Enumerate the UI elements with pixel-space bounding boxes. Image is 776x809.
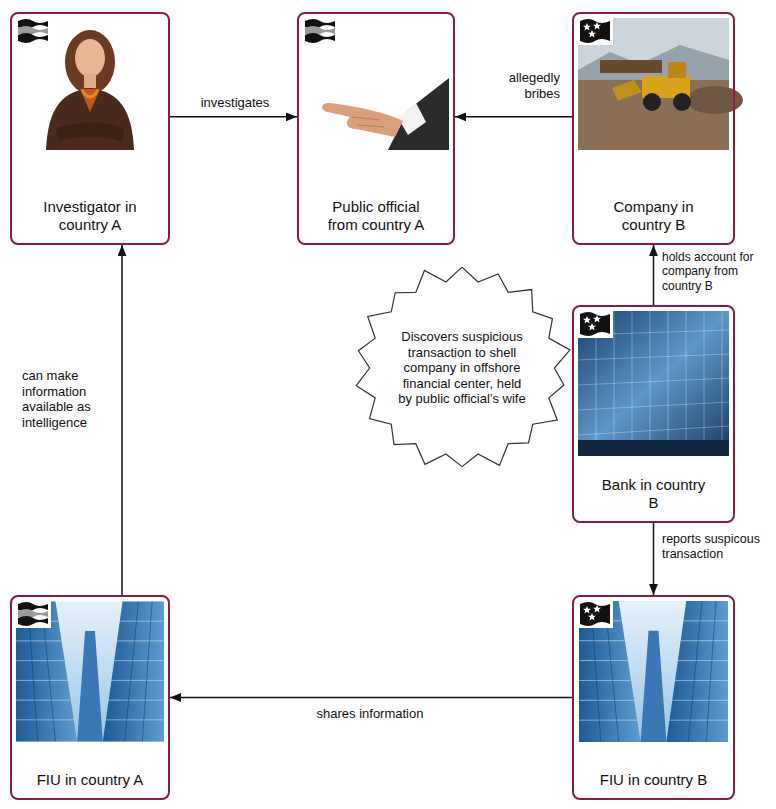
text-group: Bank in country B — [598, 476, 710, 512]
handshake-photo — [398, 103, 426, 135]
construction-photo — [578, 18, 743, 150]
bank-photo — [578, 311, 729, 456]
investigator-photo — [56, 123, 124, 142]
actor-box: Public official from country A — [297, 12, 455, 245]
construction-photo — [673, 93, 691, 111]
investigator-photo — [84, 74, 96, 88]
text-group: Discovers suspicious transaction to shel… — [398, 329, 526, 407]
construction-photo — [643, 93, 661, 111]
edge-label: investigates — [176, 95, 294, 111]
edge-label: holds account for company from country B — [662, 250, 770, 293]
box-label: Public official from country A — [320, 198, 432, 234]
flow-arrow — [170, 116, 297, 118]
construction-photo — [612, 80, 642, 101]
text-group: Public official from country A — [320, 198, 432, 234]
handshake-photo — [388, 78, 449, 150]
callout-burst: Discovers suspicious transaction to shel… — [350, 262, 574, 474]
handshake-photo — [322, 78, 449, 150]
country-flag — [577, 310, 613, 338]
text-group: Company in country B — [598, 198, 710, 234]
handshake-photo — [322, 103, 403, 137]
box-label: FIU in country A — [37, 771, 144, 789]
country-flag — [577, 17, 613, 45]
actor-box: Bank in country B — [572, 305, 735, 523]
investigator-photo — [82, 90, 98, 97]
investigator-photo — [46, 30, 134, 150]
investigator-photo — [80, 89, 100, 112]
country-flag — [15, 17, 613, 628]
text-group: Investigator in country A — [34, 198, 146, 234]
fiu-photo — [16, 601, 728, 742]
investigator-photo — [46, 88, 134, 150]
edge-label: reports suspicous transaction — [662, 532, 770, 562]
country-flag — [15, 600, 51, 628]
box-label: Company in country B — [598, 198, 710, 234]
investigator-photo — [75, 39, 105, 77]
text-group: FIU in country A — [37, 771, 144, 789]
investigator-photo — [65, 30, 115, 94]
actor-box: Company in country B — [572, 12, 735, 245]
actor-box: FIU in country B — [572, 595, 735, 800]
box-label: FIU in country B — [600, 771, 708, 789]
edge-label: can make information available as intell… — [22, 368, 114, 430]
flow-arrow — [121, 245, 123, 595]
box-label: Investigator in country A — [34, 198, 146, 234]
starburst-outline — [356, 267, 570, 466]
bank-photo — [578, 311, 729, 456]
country-flag — [15, 17, 51, 45]
country-flag — [302, 17, 338, 45]
actor-box: FIU in country A — [10, 595, 170, 800]
bank-photo — [578, 330, 729, 435]
edge-label: allegedly bribes — [478, 70, 560, 101]
box-label: Bank in country B — [598, 476, 710, 512]
country-flag — [577, 600, 613, 628]
flow-arrow — [170, 697, 572, 699]
box-label: Discovers suspicious transaction to shel… — [398, 329, 526, 407]
flow-arrow — [455, 116, 572, 118]
handshake-photo — [352, 117, 384, 127]
text-group: FIU in country B — [600, 771, 708, 789]
construction-photo — [668, 62, 686, 78]
flow-arrow — [653, 245, 655, 305]
construction-photo — [600, 60, 662, 73]
bank-photo — [578, 440, 729, 456]
flow-arrow — [653, 523, 655, 595]
edge-label: shares information — [270, 706, 470, 722]
actor-box: Investigator in country A — [10, 12, 170, 245]
